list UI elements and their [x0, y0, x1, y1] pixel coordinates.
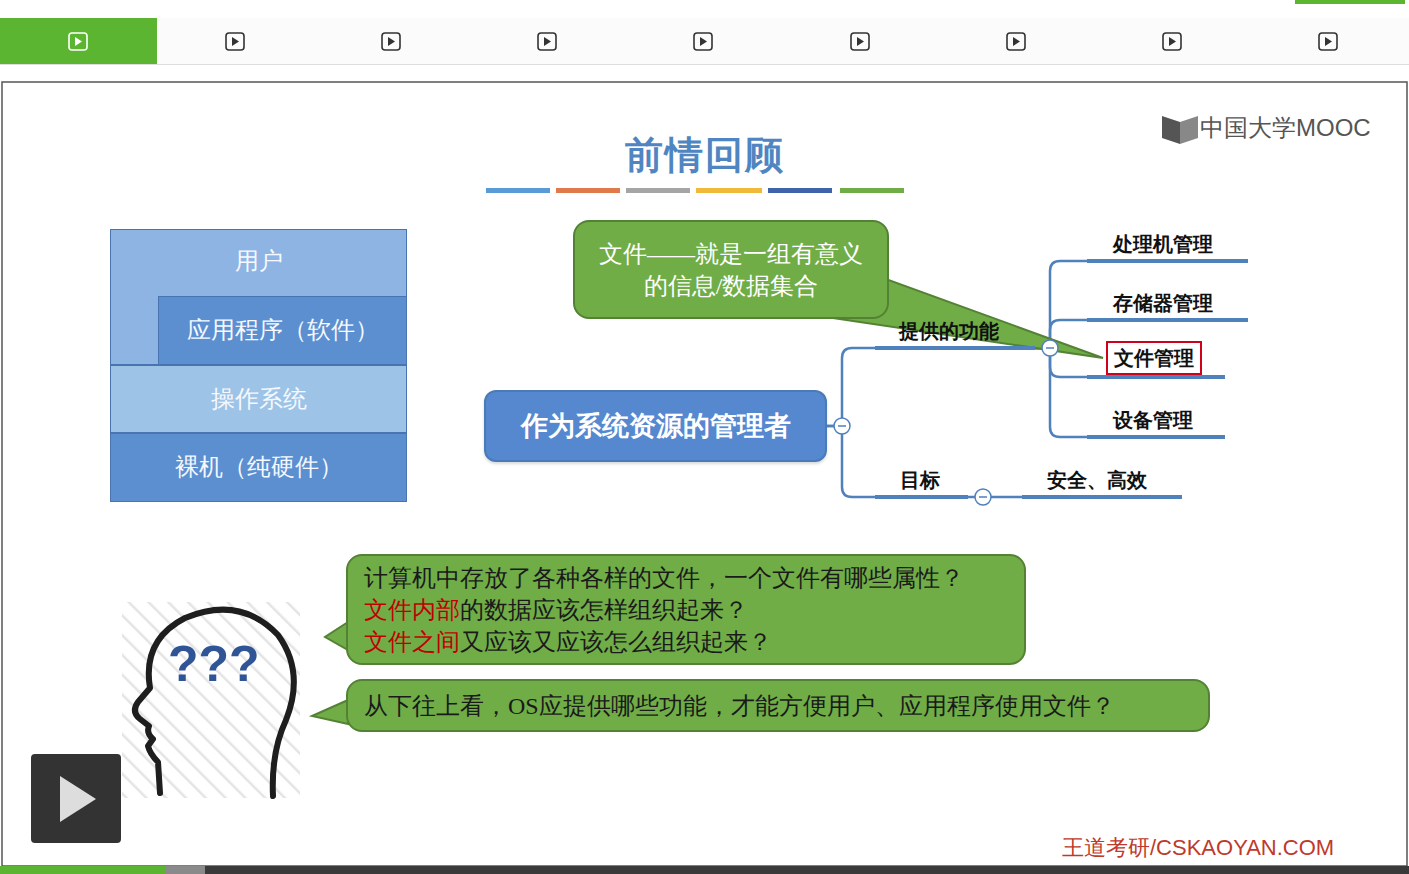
definition-callout: 文件——就是一组有意义的信息/数据集合	[573, 220, 889, 319]
leaf-topic: 安全、高效	[1022, 465, 1182, 499]
leaf-topic: 存储器管理	[1087, 288, 1248, 322]
question-marks: ???	[168, 634, 260, 694]
tab-play-icon	[1163, 33, 1181, 50]
title-bars	[486, 188, 904, 193]
tab-play-icon	[69, 33, 87, 50]
collapse-minus	[1046, 347, 1054, 349]
slide-title: 前情回顾	[0, 130, 1409, 180]
node-text: 目标	[900, 469, 940, 491]
text-line: 计算机中存放了各种各样的文件，一个文件有哪些属性？	[364, 562, 1008, 594]
mindmap-branch	[827, 426, 875, 497]
layer-band: 用户应用程序（软件）	[110, 229, 407, 365]
question-callout: 计算机中存放了各种各样的文件，一个文件有哪些属性？ 文件内部的数据应该怎样组织起来…	[346, 554, 1026, 665]
node-text: 安全、高效	[1047, 469, 1147, 491]
node-text: 文件之间	[364, 629, 460, 655]
tab-play-icon	[538, 33, 556, 50]
slide-frame	[2, 82, 1407, 866]
hatch-ground	[122, 602, 300, 798]
mindmap-branch	[1035, 348, 1087, 437]
branch-topic: 提供的功能	[875, 316, 1035, 350]
callout-tail	[312, 700, 348, 724]
node-text: 从下往上看，OS应提供哪些功能，才能方便用户、应用程序使用文件？	[364, 690, 1192, 722]
node-text: 计算机中存放了各种各样的文件，一个文件有哪些属性？	[364, 565, 964, 591]
root-topic: 作为系统资源的管理者	[484, 390, 827, 462]
node-text: 用户	[111, 246, 406, 276]
progress-bar	[0, 866, 1409, 874]
mindmap-branch	[1035, 261, 1087, 348]
tab-play-icon	[1007, 33, 1025, 50]
leaf-topic: 文件管理	[1087, 341, 1225, 379]
collapse-toggle	[834, 418, 850, 434]
node-text: 处理机管理	[1113, 233, 1213, 255]
node-text: 提供的功能	[899, 320, 999, 342]
layer-band: 应用程序（软件）	[158, 296, 407, 365]
callout-tail	[325, 622, 348, 650]
leaf-topic: 处理机管理	[1087, 229, 1248, 263]
tab-play-icon	[226, 33, 244, 50]
layer-band: 裸机（纯硬件）	[110, 433, 407, 502]
node-text: 设备管理	[1113, 409, 1193, 431]
collapse-toggle	[975, 489, 991, 505]
tab-bar	[0, 18, 1409, 64]
text-line: 文件之间又应该又应该怎么组织起来？	[364, 626, 1008, 658]
node-text: 应用程序（软件）	[159, 315, 406, 345]
node-text: 操作系统	[111, 384, 406, 414]
head-outline	[135, 610, 294, 796]
tab-play-icon	[1319, 33, 1337, 50]
node-text: 文件管理	[1106, 341, 1202, 375]
node-text: 的数据应该怎样组织起来？	[460, 597, 748, 623]
layer-band: 操作系统	[110, 365, 407, 433]
mindmap-branch	[827, 348, 875, 426]
tab-play-icon	[851, 33, 869, 50]
play-button	[31, 754, 121, 843]
node-text: 文件内部	[364, 597, 460, 623]
collapse-minus	[979, 496, 987, 498]
node-text: 存储器管理	[1113, 292, 1213, 314]
tab-play-icon	[694, 33, 712, 50]
footer-watermark: 王道考研/CSKAOYAN.COM	[1062, 835, 1334, 861]
node-text: 文件——就是一组有意义的信息/数据集合	[591, 238, 871, 302]
collapse-toggle	[1042, 340, 1058, 356]
tab-play-icon	[382, 33, 400, 50]
node-text: 作为系统资源的管理者	[521, 408, 791, 444]
node-text: 又应该又应该怎么组织起来？	[460, 629, 772, 655]
active-tab	[0, 18, 157, 64]
node-text: 裸机（纯硬件）	[111, 452, 406, 482]
brand-logo: 中国大学MOOC	[1200, 114, 1371, 143]
mooc-logo-icon	[1162, 116, 1198, 144]
question-callout: 从下往上看，OS应提供哪些功能，才能方便用户、应用程序使用文件？	[346, 679, 1210, 732]
text-line: 文件内部的数据应该怎样组织起来？	[364, 594, 1008, 626]
collapse-minus	[838, 425, 846, 427]
leaf-topic: 设备管理	[1087, 405, 1225, 439]
branch-topic: 目标	[875, 465, 968, 499]
